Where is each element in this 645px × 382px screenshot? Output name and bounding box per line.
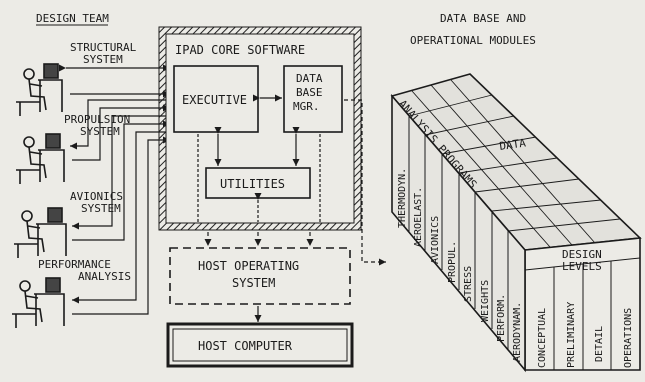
utilities-label: UTILITIES <box>220 177 285 191</box>
workstation-icon-performance <box>12 278 64 328</box>
level-operations: OPERATIONS <box>623 308 634 368</box>
core-software-title: IPAD CORE SOFTWARE <box>175 43 305 57</box>
workstation-icon-propulsion <box>16 134 64 184</box>
program-perform: PERFORM. <box>496 294 507 342</box>
program-aerodynam: AERODYNAM. <box>512 302 523 362</box>
dbm-label-line2: BASE <box>296 86 323 99</box>
level-detail: DETAIL <box>594 326 605 362</box>
workstation-icon-avionics <box>14 208 66 258</box>
database-title-line1: DATA BASE AND <box>440 12 526 25</box>
workstation-icon-structural <box>16 64 62 116</box>
program-stress: STRESS <box>463 266 474 302</box>
host-computer-label: HOST COMPUTER <box>198 339 293 353</box>
design-levels-label-line2: LEVELS <box>562 260 602 273</box>
core-software-box <box>166 34 354 223</box>
dbm-label-line1: DATA <box>296 72 323 85</box>
program-thermodyn: THERMODYN. <box>397 168 408 228</box>
level-conceptual: CONCEPTUAL <box>537 308 548 368</box>
program-aeroelast: AEROELAST. <box>413 187 424 247</box>
program-weights: WEIGHTS <box>480 280 491 322</box>
executive-label: EXECUTIVE <box>182 93 247 107</box>
program-avionics: AVIONICS <box>430 216 441 264</box>
host-os-label-line1: HOST OPERATING <box>198 259 299 273</box>
level-preliminary: PRELIMINARY <box>566 302 577 368</box>
program-propul: PROPUL. <box>447 241 458 283</box>
host-os-label-line2: SYSTEM <box>232 276 275 290</box>
avionics-label-line2: SYSTEM <box>81 202 121 215</box>
performance-label-line2: ANALYSIS <box>78 270 131 283</box>
design-team-title: DESIGN TEAM <box>36 12 109 25</box>
database-title-line2: OPERATIONAL MODULES <box>410 34 536 47</box>
structural-label-line2: SYSTEM <box>83 53 123 66</box>
dbm-label-line3: MGR. <box>293 100 320 113</box>
core-host-links <box>208 232 310 246</box>
